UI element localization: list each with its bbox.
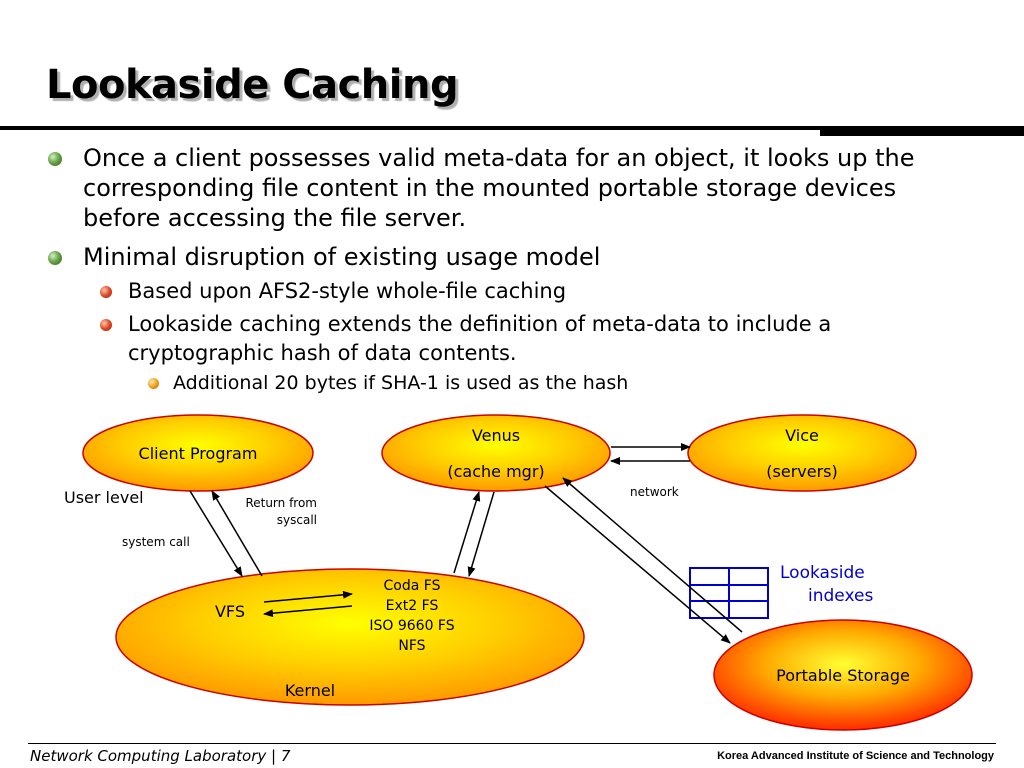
- footer-rule: [28, 743, 996, 744]
- venus-label: Venus: [472, 426, 520, 445]
- bullet-line: Additional 20 bytes if SHA-1 is used as …: [173, 372, 629, 394]
- bullet-line: Lookaside caching extends the definition…: [128, 312, 832, 336]
- sub-bullet-text: Lookaside caching extends the definition…: [128, 310, 831, 368]
- fs-item: NFS: [398, 638, 425, 654]
- kernel-ellipse: [115, 568, 585, 706]
- vice-ellipse: [687, 414, 917, 492]
- user-level-label: User level: [64, 488, 144, 507]
- bullet-line: before accessing the file server.: [83, 204, 467, 232]
- sub-bullet-icon: [100, 319, 112, 331]
- bullet-line: Once a client possesses valid meta-data …: [83, 144, 915, 172]
- slide-title: Lookaside Caching: [46, 62, 459, 108]
- lookaside-index-grid: [689, 567, 769, 619]
- fs-item: Ext2 FS: [386, 598, 439, 614]
- title-rule: [0, 126, 1024, 130]
- lookaside-label: Lookaside: [780, 563, 865, 583]
- client-program-ellipse: [82, 414, 314, 492]
- footer-institution: Korea Advanced Institute of Science and …: [717, 750, 994, 762]
- kernel-label: Kernel: [285, 681, 335, 700]
- title-rule-accent: [820, 126, 1024, 136]
- client-program-label: Client Program: [139, 444, 258, 463]
- portable-storage-ellipse: [713, 619, 973, 731]
- bullet-icon: [48, 251, 62, 265]
- bullet-text: Minimal disruption of existing usage mod…: [83, 242, 600, 272]
- return-label: Return from: [245, 496, 317, 510]
- diagram-arrows: [189, 443, 743, 644]
- bullet-text: Once a client possesses valid meta-data …: [83, 143, 915, 233]
- bullet-line: corresponding file content in the mounte…: [83, 174, 897, 202]
- sub-bullet-text: Based upon AFS2-style whole-file caching: [128, 277, 566, 306]
- footer-lab-name: Network Computing Laboratory | 7: [30, 747, 291, 765]
- fs-item: Coda FS: [384, 578, 441, 594]
- bullet-line: Based upon AFS2-style whole-file caching: [128, 279, 567, 303]
- bullet-line: Minimal disruption of existing usage mod…: [83, 243, 601, 271]
- network-label: network: [630, 485, 679, 499]
- fs-item: ISO 9660 FS: [369, 618, 454, 634]
- system-call-label: system call: [122, 535, 190, 549]
- return-label-2: syscall: [277, 513, 317, 527]
- bullet-line: cryptographic hash of data contents.: [128, 341, 517, 365]
- sub-sub-bullet-icon: [148, 378, 159, 389]
- venus-ellipse: [381, 414, 611, 492]
- vfs-label: VFS: [215, 602, 245, 621]
- lookaside-label-2: indexes: [808, 586, 873, 606]
- vice-label: Vice: [785, 426, 819, 445]
- portable-storage-label: Portable Storage: [776, 666, 910, 685]
- sub-sub-bullet-text: Additional 20 bytes if SHA-1 is used as …: [173, 370, 628, 396]
- bullet-icon: [48, 152, 62, 166]
- vice-sublabel: (servers): [766, 462, 837, 481]
- sub-bullet-icon: [100, 286, 112, 298]
- venus-sublabel: (cache mgr): [447, 462, 544, 481]
